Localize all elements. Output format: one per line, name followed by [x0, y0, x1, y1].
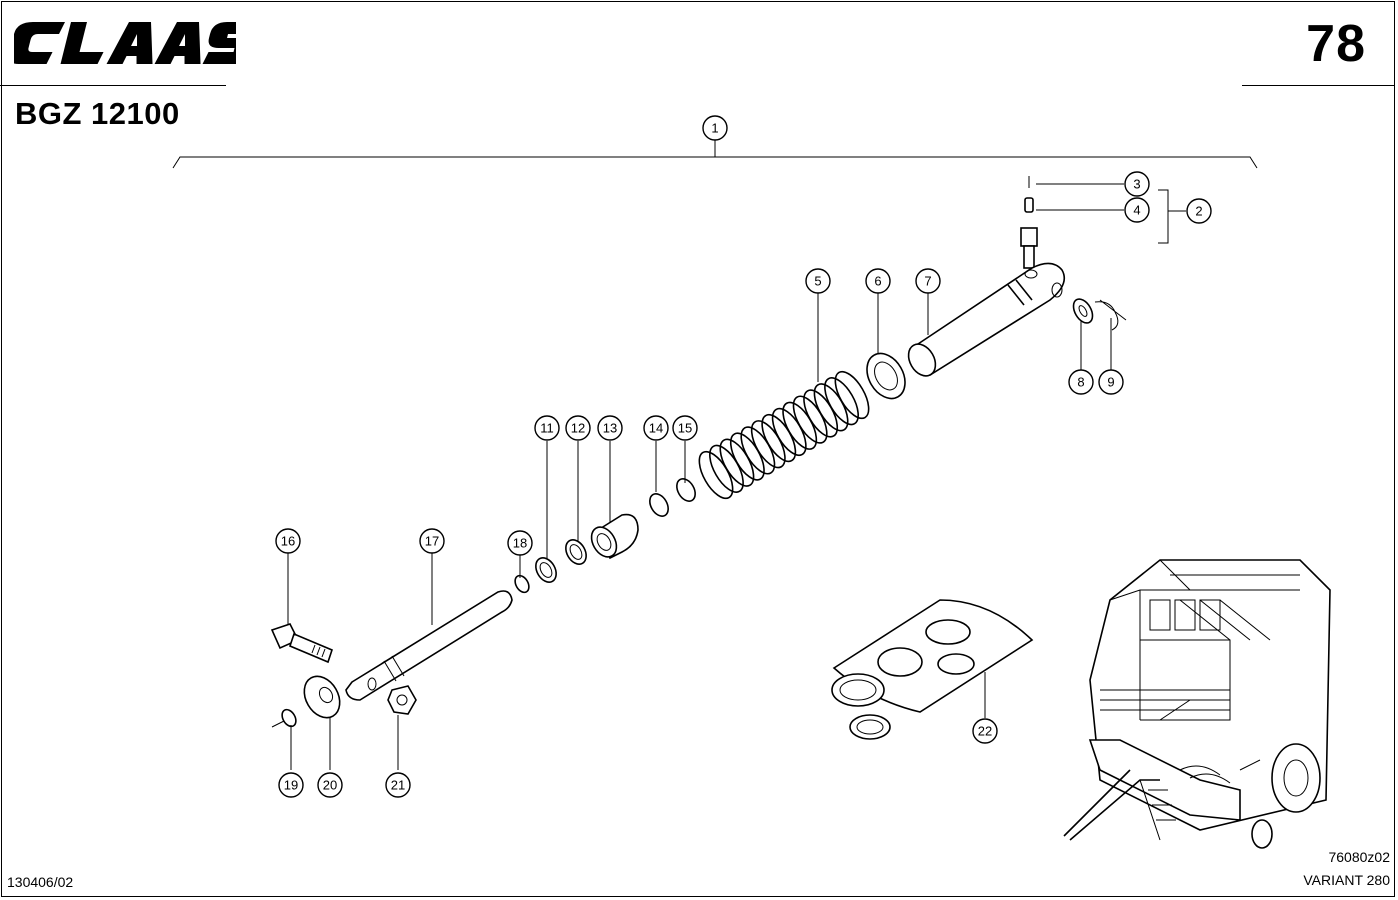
- callout-22: 22: [972, 718, 998, 744]
- callout-19: 19: [278, 772, 304, 798]
- svg-text:14: 14: [649, 421, 663, 436]
- callout-8: 8: [1068, 369, 1094, 395]
- callout-20: 20: [317, 772, 343, 798]
- svg-text:9: 9: [1107, 375, 1114, 390]
- callout-3: 3: [1124, 171, 1150, 197]
- document-code: BGZ 12100: [15, 96, 180, 131]
- callout-4: 4: [1124, 197, 1150, 223]
- svg-text:6: 6: [874, 274, 881, 289]
- svg-text:1: 1: [711, 121, 718, 136]
- svg-text:17: 17: [425, 534, 439, 549]
- header-rule-right: [1242, 85, 1394, 86]
- callout-13: 13: [597, 415, 623, 441]
- bearing-tube-part: [907, 262, 1066, 377]
- svg-text:3: 3: [1133, 177, 1140, 192]
- claas-logo-icon: [8, 22, 258, 64]
- callout-9: 9: [1098, 369, 1124, 395]
- svg-text:19: 19: [284, 778, 298, 793]
- spring-coil: [834, 370, 870, 420]
- svg-text:20: 20: [323, 778, 337, 793]
- image-code: 76080z02: [1328, 849, 1390, 865]
- callout-15: 15: [672, 415, 698, 441]
- callout-16: 16: [275, 528, 301, 554]
- large-washer-part: [866, 352, 906, 400]
- svg-text:13: 13: [603, 421, 617, 436]
- model-name: VARIANT 280: [1303, 872, 1390, 888]
- svg-text:5: 5: [814, 274, 821, 289]
- svg-text:18: 18: [513, 536, 527, 551]
- callout-17: 17: [419, 528, 445, 554]
- coil-spring-part: [698, 370, 870, 500]
- svg-text:8: 8: [1077, 375, 1084, 390]
- svg-text:21: 21: [391, 778, 405, 793]
- callout-21: 21: [385, 772, 411, 798]
- callout-18: 18: [507, 530, 533, 556]
- fastener-set-part: [271, 675, 417, 728]
- callout-14: 14: [643, 415, 669, 441]
- assembly-bracket-2: [1158, 189, 1169, 244]
- leader-lines: [287, 183, 1124, 770]
- grease-nipple-part: [1020, 176, 1038, 269]
- svg-text:16: 16: [281, 534, 295, 549]
- svg-text:15: 15: [678, 421, 692, 436]
- callout-5: 5: [805, 268, 831, 294]
- brand-logo: [8, 18, 258, 73]
- callout-12: 12: [565, 415, 591, 441]
- washer-and-pin-part: [1072, 298, 1127, 331]
- svg-text:7: 7: [924, 274, 931, 289]
- assembly-bracket: [172, 156, 1258, 169]
- circlip-part: [649, 478, 696, 517]
- svg-text:11: 11: [540, 421, 554, 436]
- svg-text:2: 2: [1195, 204, 1202, 219]
- shaft-part: [345, 590, 513, 701]
- bolt-part: [270, 623, 333, 664]
- reference-date: 130406/02: [7, 874, 74, 890]
- callout-7: 7: [915, 268, 941, 294]
- header-rule-left: [0, 85, 226, 86]
- bushing-part: [590, 513, 639, 560]
- round-baler-illustration: [1063, 559, 1331, 849]
- seal-rings-part: [514, 539, 587, 594]
- svg-text:4: 4: [1133, 203, 1140, 218]
- callout-2: 2: [1186, 198, 1212, 224]
- page-number: 78: [1306, 15, 1366, 73]
- svg-text:22: 22: [978, 724, 992, 739]
- svg-text:12: 12: [571, 421, 585, 436]
- callout-6: 6: [865, 268, 891, 294]
- callout-1: 1: [702, 115, 728, 141]
- callout-11: 11: [534, 415, 560, 441]
- spring-coil: [824, 377, 859, 426]
- seal-kit-part: [831, 599, 1034, 740]
